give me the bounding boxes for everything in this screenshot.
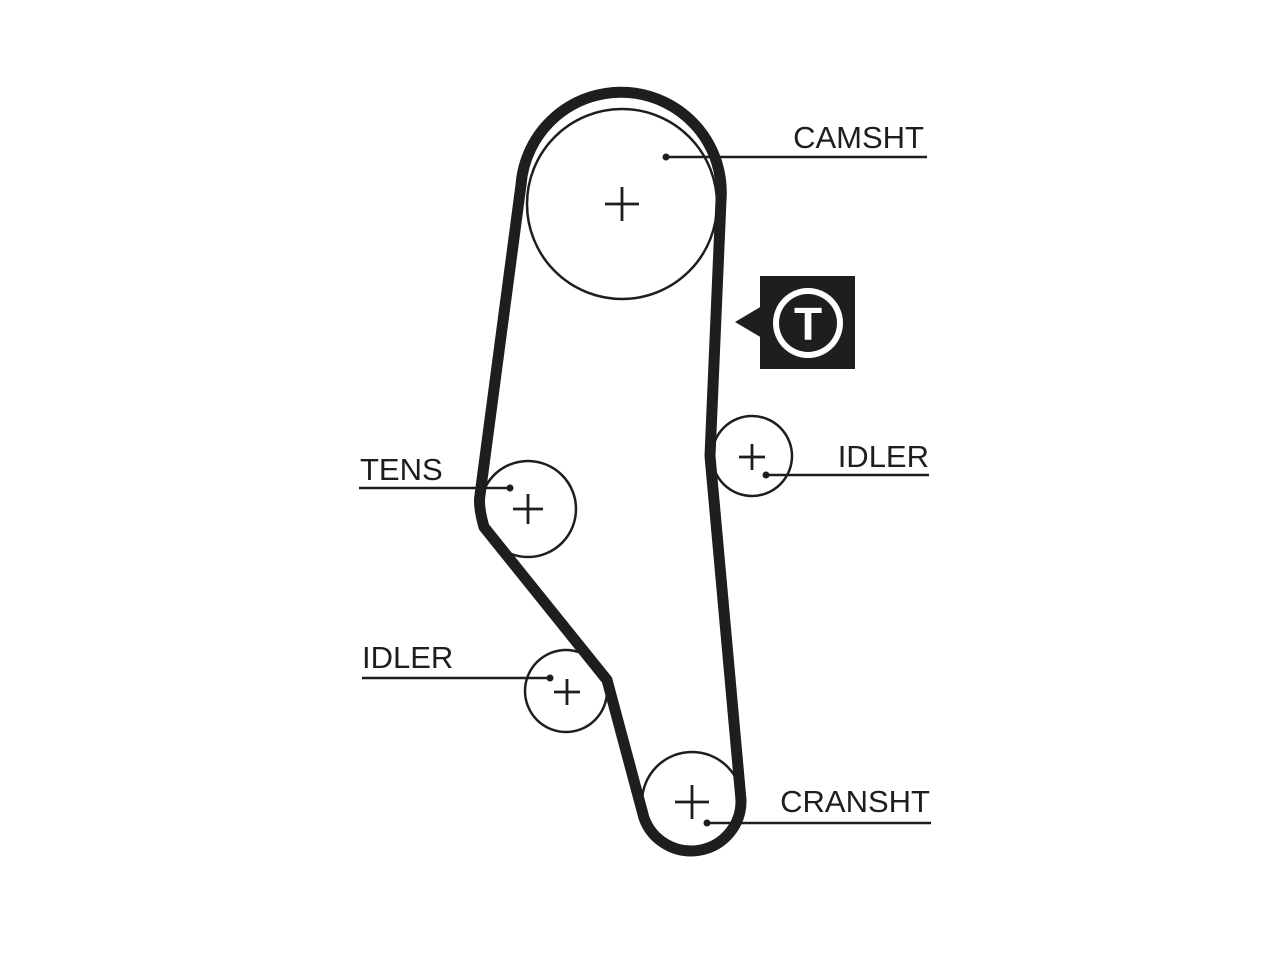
- camshaft-center-mark: [605, 187, 639, 221]
- idler-right-center-mark: [739, 444, 765, 470]
- tensioner-leader: [359, 484, 514, 492]
- idler-right-label: IDLER: [838, 439, 929, 474]
- camshaft-leader: [662, 153, 927, 161]
- camshaft-label: CAMSHT: [793, 120, 924, 155]
- idler-left-label: IDLER: [362, 640, 453, 675]
- tensioner-label: TENS: [360, 452, 443, 487]
- timing-belt: [474, 86, 747, 857]
- idler-left-leader: [362, 674, 554, 682]
- tensioner-center-mark: [513, 494, 543, 524]
- idler-left-center-mark: [554, 679, 580, 705]
- crankshaft-leader: [703, 819, 931, 827]
- crankshaft-center-mark: [675, 785, 709, 819]
- idler-right-leader: [762, 471, 929, 479]
- tension-badge-letter: T: [794, 298, 822, 350]
- tension-check-badge: T: [735, 276, 855, 369]
- crankshaft-label: CRANSHT: [780, 784, 930, 819]
